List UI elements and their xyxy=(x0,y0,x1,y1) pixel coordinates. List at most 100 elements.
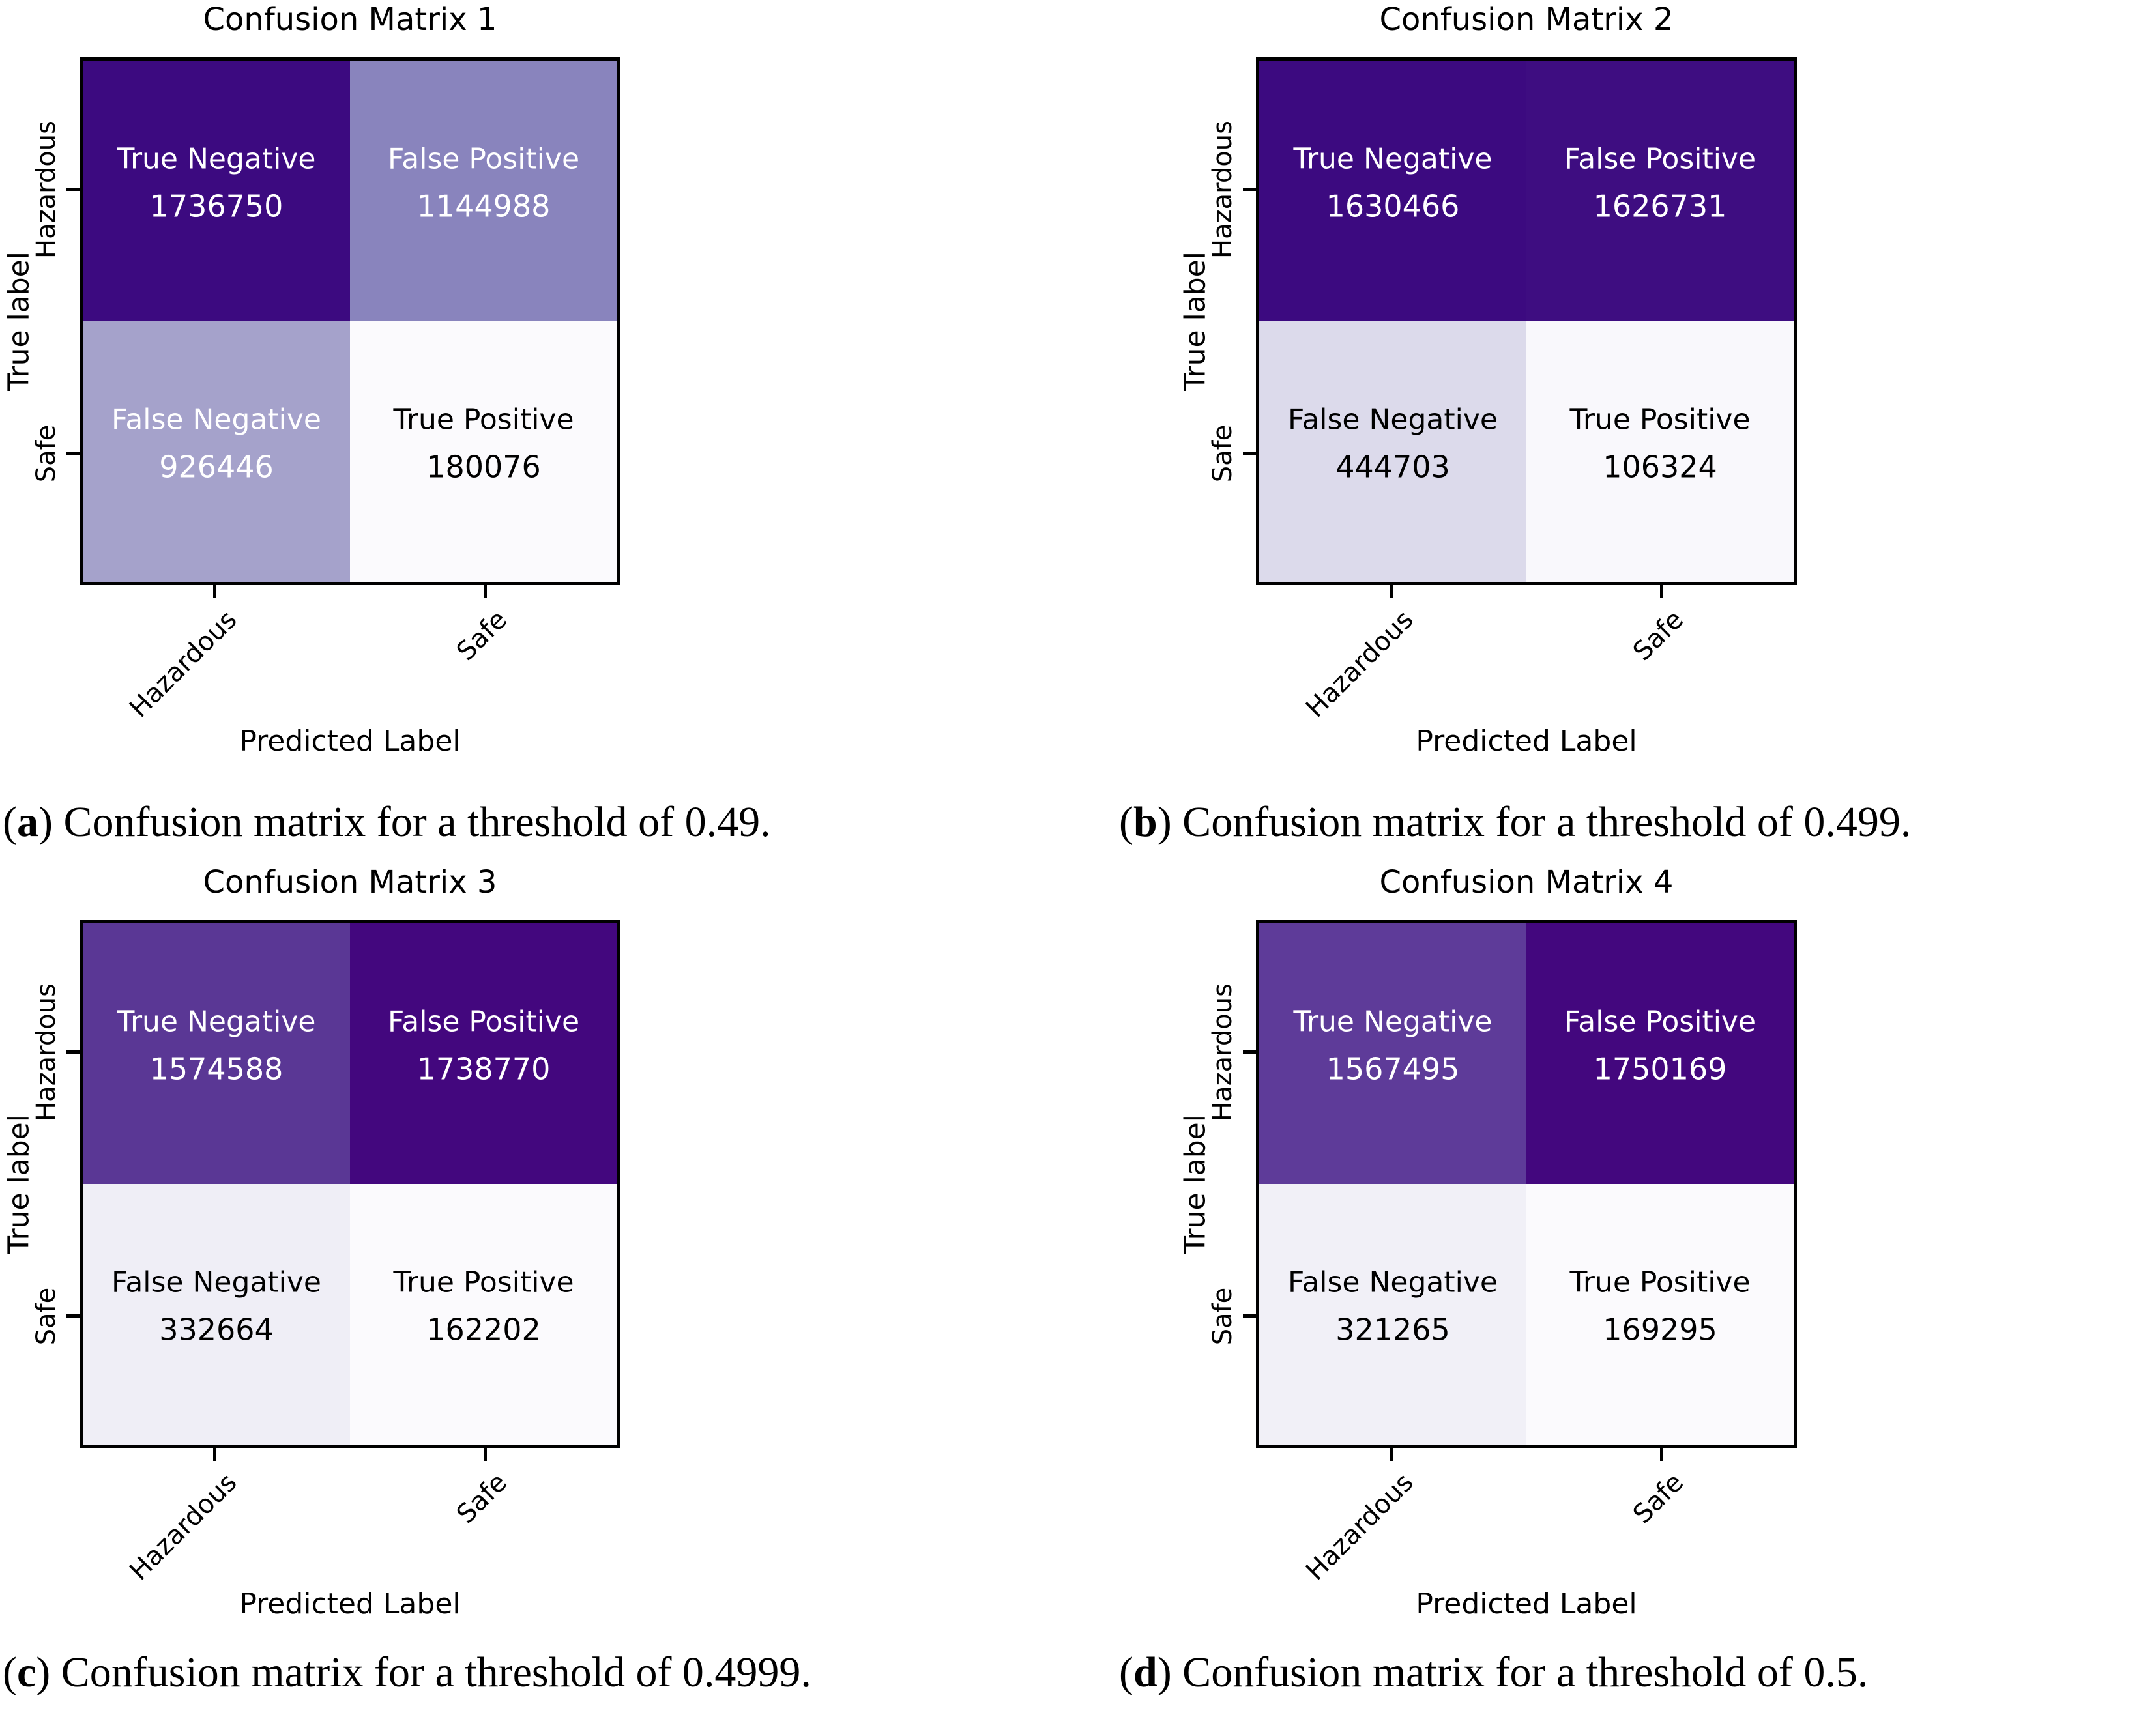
cell-value: 926446 xyxy=(159,449,274,485)
cell-label: True Negative xyxy=(117,142,316,176)
chart-title: Confusion Matrix 2 xyxy=(1379,1,1674,38)
heatmap: True Negative 1567495 False Positive 175… xyxy=(1256,920,1797,1448)
subfigure-caption: (d) Confusion matrix for a threshold of … xyxy=(1119,1648,1868,1697)
x-axis-label: Predicted Label xyxy=(239,1587,461,1621)
cell-text: True Positive 169295 xyxy=(1569,1266,1750,1348)
y-axis-ticks: Hazardous Safe xyxy=(31,920,80,1448)
x-axis-ticks: Hazardous Safe xyxy=(1256,1448,1797,1586)
cell-label: True Negative xyxy=(1293,142,1493,176)
tick-mark xyxy=(66,187,80,191)
cell-value: 169295 xyxy=(1603,1312,1717,1348)
cell-text: False Positive 1144988 xyxy=(388,143,579,224)
caption-letter: d xyxy=(1133,1649,1158,1696)
cell-value: 162202 xyxy=(426,1312,541,1348)
tick-mark xyxy=(1659,1448,1663,1461)
cell-text: False Positive 1626731 xyxy=(1564,143,1756,224)
cell-false-positive: False Positive 1144988 xyxy=(350,61,617,321)
cell-true-negative: True Negative 1736750 xyxy=(83,61,350,321)
cell-value: 1738770 xyxy=(416,1051,551,1087)
subfigure-caption: (c) Confusion matrix for a threshold of … xyxy=(3,1648,811,1697)
cell-label: False Positive xyxy=(387,1005,580,1039)
y-tick-label-hazardous: Hazardous xyxy=(31,983,61,1121)
cell-true-negative: True Negative 1567495 xyxy=(1259,923,1526,1184)
cell-value: 321265 xyxy=(1335,1312,1450,1348)
tick-mark xyxy=(483,1448,487,1461)
y-axis-label: True label xyxy=(1178,1114,1212,1254)
x-axis-ticks: Hazardous Safe xyxy=(80,585,620,723)
x-tick-label-safe: Safe xyxy=(1627,605,1690,667)
subfigure-panel-a: Confusion Matrix 1 True label Hazardous … xyxy=(0,0,1078,859)
caption-open: ( xyxy=(3,1649,17,1696)
x-tick-label-safe: Safe xyxy=(1627,1467,1690,1530)
cell-false-negative: False Negative 321265 xyxy=(1259,1184,1526,1445)
cell-label: True Positive xyxy=(393,1265,574,1299)
cell-value: 1630466 xyxy=(1326,188,1460,224)
cell-label: True Positive xyxy=(393,403,574,437)
cell-label: False Negative xyxy=(1288,1265,1498,1299)
cell-text: False Positive 1750169 xyxy=(1564,1005,1756,1087)
cell-true-negative: True Negative 1574588 xyxy=(83,923,350,1184)
cell-true-positive: True Positive 106324 xyxy=(1526,321,1794,582)
cell-text: True Positive 106324 xyxy=(1569,403,1750,485)
cell-value: 1750169 xyxy=(1593,1051,1727,1087)
tick-mark xyxy=(1389,585,1393,598)
cell-false-positive: False Positive 1750169 xyxy=(1526,923,1794,1184)
tick-mark xyxy=(1659,585,1663,598)
caption-open: ( xyxy=(1119,1649,1133,1696)
y-axis-label: True label xyxy=(2,1114,36,1254)
cell-text: False Positive 1738770 xyxy=(388,1005,579,1087)
caption-text: ) Confusion matrix for a threshold of 0.… xyxy=(1157,798,1912,846)
cell-label: False Positive xyxy=(387,142,580,176)
cell-false-positive: False Positive 1626731 xyxy=(1526,61,1794,321)
cell-label: True Negative xyxy=(117,1005,316,1039)
x-axis-label: Predicted Label xyxy=(1416,725,1637,758)
x-axis-label: Predicted Label xyxy=(239,725,461,758)
cell-value: 106324 xyxy=(1603,449,1717,485)
subfigure-caption: (b) Confusion matrix for a threshold of … xyxy=(1119,798,1911,847)
cell-text: True Negative 1630466 xyxy=(1294,143,1493,224)
heatmap: True Negative 1630466 False Positive 162… xyxy=(1256,57,1797,585)
tick-mark xyxy=(66,1050,80,1054)
subfigure-caption: (a) Confusion matrix for a threshold of … xyxy=(3,798,771,847)
cell-false-negative: False Negative 444703 xyxy=(1259,321,1526,582)
cell-text: True Positive 162202 xyxy=(393,1266,574,1348)
heatmap: True Negative 1574588 False Positive 173… xyxy=(80,920,620,1448)
cell-label: True Positive xyxy=(1569,403,1751,437)
x-axis-ticks: Hazardous Safe xyxy=(80,1448,620,1586)
x-tick-label-hazardous: Hazardous xyxy=(123,1467,243,1587)
cell-label: False Positive xyxy=(1564,142,1756,176)
tick-mark xyxy=(66,451,80,455)
caption-text: ) Confusion matrix for a threshold of 0.… xyxy=(1157,1649,1869,1696)
tick-mark xyxy=(212,1448,216,1461)
cell-value: 1736750 xyxy=(149,188,284,224)
confusion-matrix-1-figure: Confusion Matrix 1 True label Hazardous … xyxy=(0,0,620,768)
y-axis-ticks: Hazardous Safe xyxy=(1208,57,1256,585)
x-tick-label-hazardous: Hazardous xyxy=(1300,1467,1420,1587)
y-tick-label-hazardous: Hazardous xyxy=(31,120,61,259)
cell-text: True Negative 1736750 xyxy=(117,143,316,224)
tick-mark xyxy=(1243,1050,1256,1054)
x-tick-label-safe: Safe xyxy=(450,605,514,667)
tick-mark xyxy=(1243,451,1256,455)
tick-mark xyxy=(1243,187,1256,191)
x-tick-label-hazardous: Hazardous xyxy=(1300,605,1420,724)
caption-open: ( xyxy=(3,798,17,846)
caption-text: ) Confusion matrix for a threshold of 0.… xyxy=(38,798,771,846)
cell-label: False Negative xyxy=(111,1265,321,1299)
subfigure-panel-d: Confusion Matrix 4 True label Hazardous … xyxy=(1078,859,2156,1717)
y-tick-label-safe: Safe xyxy=(31,1287,61,1345)
cell-value: 1567495 xyxy=(1326,1051,1460,1087)
cell-label: False Negative xyxy=(1288,403,1498,437)
tick-mark xyxy=(1243,1314,1256,1318)
cell-text: True Negative 1574588 xyxy=(117,1005,316,1087)
chart-title: Confusion Matrix 3 xyxy=(203,864,497,901)
heatmap: True Negative 1736750 False Positive 114… xyxy=(80,57,620,585)
caption-open: ( xyxy=(1119,798,1133,846)
cell-false-positive: False Positive 1738770 xyxy=(350,923,617,1184)
caption-letter: a xyxy=(16,798,38,846)
cell-text: False Negative 444703 xyxy=(1288,403,1498,485)
x-tick-label-safe: Safe xyxy=(450,1467,514,1530)
y-tick-label-hazardous: Hazardous xyxy=(1208,120,1238,259)
y-axis-label: True label xyxy=(2,252,36,391)
